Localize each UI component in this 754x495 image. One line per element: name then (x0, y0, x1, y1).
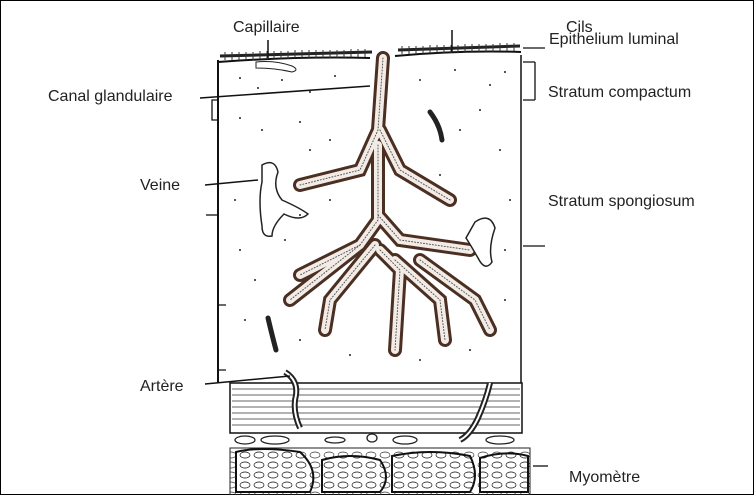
vessel-row (235, 434, 514, 444)
label-canal-glandulaire: Canal glandulaire (48, 88, 173, 106)
label-myometre: Myomètre (569, 469, 640, 487)
gland-tree (290, 58, 490, 350)
label-stratum-spongiosum: Stratum spongiosum (548, 193, 695, 211)
label-epithelium: Epithelium luminal (549, 31, 679, 49)
myometrium (230, 448, 530, 495)
label-capillaire: Capillaire (233, 19, 300, 37)
basal-layer (230, 372, 522, 440)
small-vessels (268, 112, 442, 350)
label-veine: Veine (140, 177, 180, 195)
left-brackets (206, 100, 226, 370)
label-stratum-compactum: Stratum compactum (548, 84, 691, 102)
label-artere: Artère (140, 378, 184, 396)
layer-brackets (523, 48, 548, 466)
